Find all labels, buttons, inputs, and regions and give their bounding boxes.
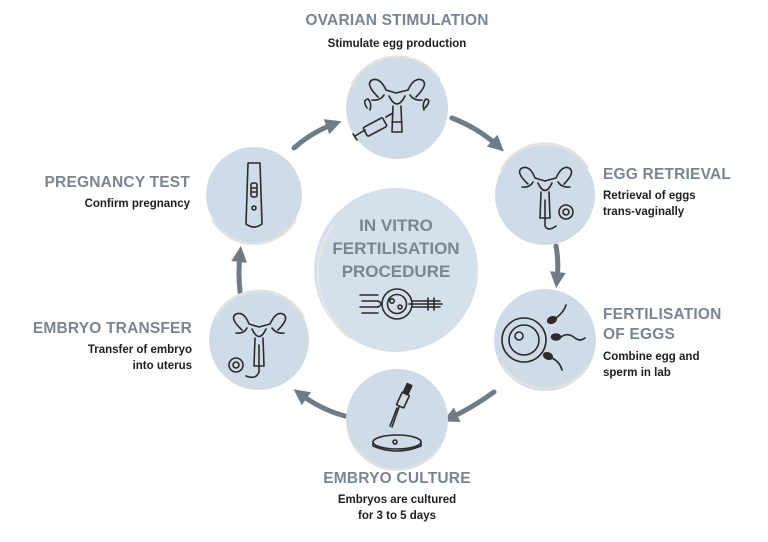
step-description: Confirm pregnancy bbox=[84, 198, 190, 210]
uterus-egg-retrieval-icon bbox=[518, 166, 574, 230]
pregnancy-test-icon bbox=[245, 162, 263, 228]
arrow-stimulation-to-retrieval bbox=[449, 115, 504, 152]
arrow-transfer-to-pregnancy bbox=[231, 246, 248, 295]
step-description: Transfer of embryo into uterus bbox=[88, 342, 192, 374]
step-description-line: trans-vaginally bbox=[603, 206, 685, 218]
step-title: PREGNANCY TEST bbox=[44, 174, 190, 191]
step-description-line: for 3 to 5 days bbox=[358, 510, 436, 522]
arrow-culture-to-transfer bbox=[293, 389, 348, 419]
step-node-fertilisation bbox=[494, 289, 596, 391]
step-title: FERTILISATION OF EGGS bbox=[603, 305, 722, 345]
step-title-line: FERTILISATION bbox=[603, 306, 722, 323]
step-node-pregnancy-test bbox=[206, 147, 302, 246]
step-description-line: into uterus bbox=[132, 360, 192, 372]
step-node-embryo-culture bbox=[346, 369, 448, 471]
step-description-line: Embryos are cultured bbox=[337, 494, 457, 506]
center-node bbox=[314, 188, 478, 352]
pipette-petri-dish-icon bbox=[372, 382, 422, 452]
step-description-line: Transfer of embryo bbox=[87, 344, 192, 356]
center-title-line: PROCEDURE bbox=[341, 262, 451, 281]
cycle-arrows bbox=[231, 115, 566, 422]
arrow-pregnancy-to-stimulation bbox=[291, 119, 342, 151]
icsi-injection-icon bbox=[359, 288, 443, 320]
step-description-line: sperm in lab bbox=[603, 367, 671, 379]
step-title: EGG RETRIEVAL bbox=[603, 166, 732, 183]
step-node-egg-retrieval bbox=[495, 142, 595, 245]
step-title: EMBRYO TRANSFER bbox=[32, 320, 192, 337]
step-description: Retrieval of eggs trans-vaginally bbox=[603, 188, 696, 220]
step-description-line: Combine egg and bbox=[603, 351, 700, 363]
step-node-embryo-transfer bbox=[209, 289, 309, 390]
center-title: IN VITRO FERTILISATION PROCEDURE bbox=[316, 214, 476, 283]
center-title-line: FERTILISATION bbox=[332, 239, 460, 258]
center-title-line: IN VITRO bbox=[359, 216, 433, 235]
step-title-line: OF EGGS bbox=[603, 326, 676, 343]
egg-and-sperm-icon bbox=[501, 304, 586, 371]
step-description-line: Retrieval of eggs bbox=[603, 190, 696, 202]
uterus-embryo-transfer-icon bbox=[228, 312, 287, 379]
step-description: Embryos are cultured for 3 to 5 days bbox=[230, 492, 564, 524]
step-description: Stimulate egg production bbox=[327, 38, 467, 50]
arrow-fertilisation-to-culture bbox=[442, 389, 497, 422]
arrow-retrieval-to-fertilisation bbox=[549, 243, 566, 288]
step-description: Combine egg and sperm in lab bbox=[603, 349, 699, 381]
step-title: OVARIAN STIMULATION bbox=[305, 12, 489, 29]
step-node-ovarian-stimulation bbox=[346, 55, 448, 159]
step-title: EMBRYO CULTURE bbox=[323, 470, 471, 487]
uterus-with-syringe-icon bbox=[352, 78, 430, 141]
